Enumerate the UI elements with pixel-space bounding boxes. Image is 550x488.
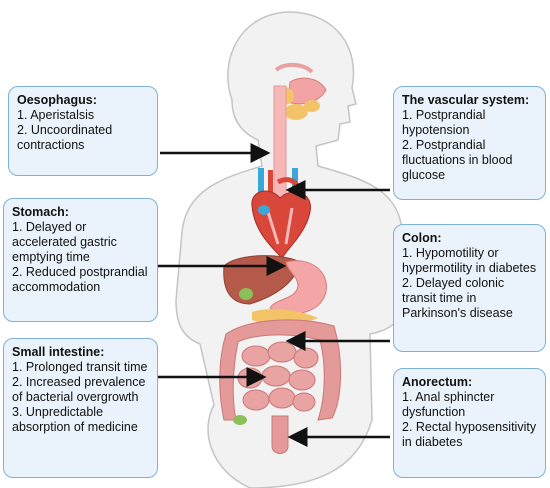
small-intestine-title: Small intestine: (12, 345, 105, 359)
oesophagus-title: Oesophagus: (17, 93, 97, 107)
small-intestine-line-1: 1. Prolonged transit time (12, 360, 148, 374)
vascular-line-1: 1. Postprandial hypotension (402, 108, 486, 137)
small-intestine-line-3: 3. Unpredictable absorption of medicine (12, 405, 138, 434)
appendix-illustration (233, 415, 247, 425)
stomach-line-2: 2. Reduced postprandial accommodation (12, 265, 148, 294)
vascular-title: The vascular system: (402, 93, 530, 107)
vascular-box: The vascular system: 1. Postprandial hyp… (393, 86, 546, 200)
small-intestine-box: Small intestine: 1. Prolonged transit ti… (3, 338, 158, 478)
anorectum-box: Anorectum: 1. Anal sphincter dysfunction… (393, 368, 546, 478)
oesophagus-line-2: 2. Uncoordinated contractions (17, 123, 113, 152)
anorectum-title: Anorectum: (402, 375, 473, 389)
gallbladder-illustration (239, 288, 253, 300)
stomach-title: Stomach: (12, 205, 69, 219)
anorectum-line-2: 2. Rectal hyposensitivity in diabetes (402, 420, 537, 449)
colon-line-1: 1. Hypomotility or hypermotility in diab… (402, 246, 537, 275)
colon-line-2: 2. Delayed colonic transit time in Parki… (402, 276, 513, 320)
oesophagus-line-1: 1. Aperistalsis (17, 108, 95, 122)
stomach-line-1: 1. Delayed or accelerated gastric emptyi… (12, 220, 117, 264)
small-intestine-line-2: 2. Increased prevalence of bacterial ove… (12, 375, 146, 404)
colon-title: Colon: (402, 231, 442, 245)
colon-box: Colon: 1. Hypomotility or hypermotility … (393, 224, 546, 352)
rectum-illustration (271, 415, 289, 454)
anorectum-line-1: 1. Anal sphincter dysfunction (402, 390, 495, 419)
stomach-box: Stomach: 1. Delayed or accelerated gastr… (3, 198, 158, 322)
stomach-illustration (269, 260, 327, 315)
oesophagus-box: Oesophagus: 1. Aperistalsis 2. Uncoordin… (8, 86, 158, 176)
heart-illustration (251, 190, 311, 259)
vascular-line-2: 2. Postprandial fluctuations in blood gl… (402, 138, 513, 182)
